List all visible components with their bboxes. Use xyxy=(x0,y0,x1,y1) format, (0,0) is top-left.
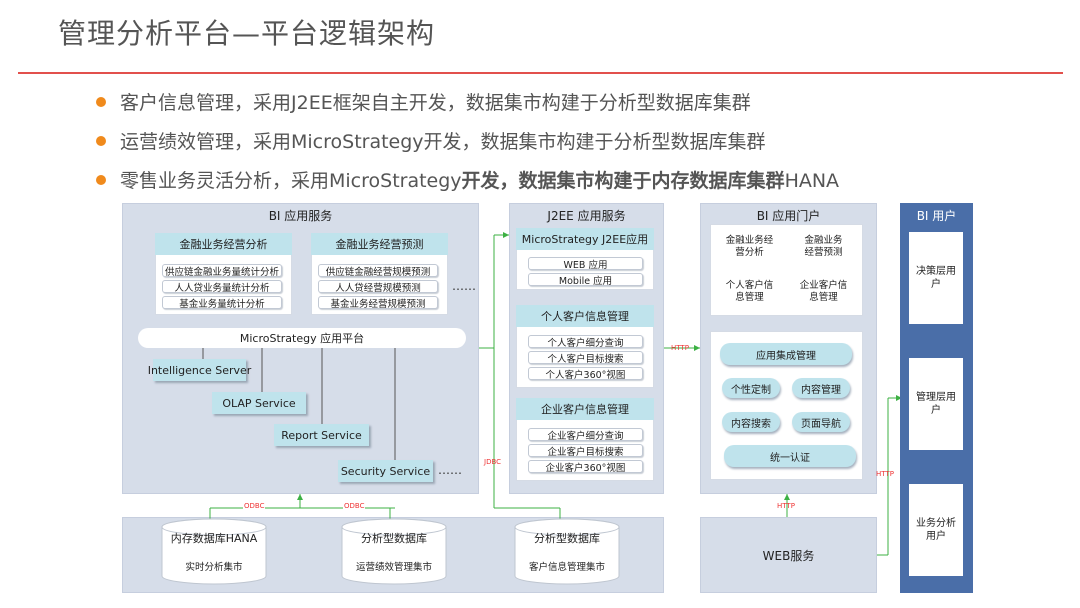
portal-tile: 金融业务 经营预测 xyxy=(804,235,843,258)
forecast-group-header: 金融业务经营预测 xyxy=(311,233,448,255)
analysis-item: 供应链金融业务量统计分析 xyxy=(162,264,282,278)
forecast-item: 供应链金融经营规模预测 xyxy=(318,264,438,278)
enterprise-customer-header: 企业客户信息管理 xyxy=(516,398,654,420)
bullet-item: 零售业务灵活分析，采用MicroStrategy开发，数据集市构建于内存数据库集… xyxy=(96,166,839,193)
analysis-item: 基金业务量统计分析 xyxy=(162,296,282,310)
j2ee-title: J2EE 应用服务 xyxy=(547,209,626,223)
enterprise-item: 企业客户目标搜索 xyxy=(528,444,643,458)
db-name: 内存数据库HANA xyxy=(170,532,258,545)
bullet-item: 客户信息管理，采用J2EE框架自主开发，数据集市构建于分析型数据库集群 xyxy=(96,88,751,115)
personal-item: 个人客户细分查询 xyxy=(528,335,643,349)
bi-users-title: BI 用户 xyxy=(916,209,957,223)
olap-service-box: OLAP Service xyxy=(212,392,306,414)
mstr-j2ee-header: MicroStrategy J2EE应用 xyxy=(516,228,654,250)
bi-service-title: BI 应用服务 xyxy=(268,209,333,223)
portal-tile: 企业客户信 息管理 xyxy=(799,280,848,303)
odbc-label: ODBC xyxy=(343,502,366,510)
page-title: 管理分析平台—平台逻辑架构 xyxy=(58,17,436,50)
forecast-item: 基金业务经营规模预测 xyxy=(318,296,438,310)
bullet-item: 运营绩效管理，采用MicroStrategy开发，数据集市构建于分析型数据库集群 xyxy=(96,127,766,154)
bullet-dot-icon xyxy=(96,135,106,146)
mstr-platform-bar: MicroStrategy 应用平台 xyxy=(138,328,466,348)
bullet-text-bold: 开发，数据集市构建于内存数据库集群 xyxy=(461,170,785,192)
bullet-text: 运营绩效管理，采用MicroStrategy开发，数据集市构建于分析型数据库集群 xyxy=(120,131,766,153)
forecast-item: 人人贷经营规模预测 xyxy=(318,280,438,294)
feature-content-search: 内容搜索 xyxy=(722,412,780,432)
enterprise-item: 企业客户360°视图 xyxy=(528,460,643,474)
jdbc-label: JDBC xyxy=(484,458,502,466)
db-mart: 运营绩效管理集市 xyxy=(355,562,432,573)
personal-item: 个人客户360°视图 xyxy=(528,367,643,381)
integration-management: 应用集成管理 xyxy=(720,343,852,365)
personal-customer-header: 个人客户信息管理 xyxy=(516,305,654,327)
http-label: HTTP xyxy=(777,502,795,510)
j2ee-item: WEB 应用 xyxy=(528,257,643,271)
http-label: HTTP xyxy=(876,470,894,478)
bullet-text: 客户信息管理，采用J2EE框架自主开发，数据集市构建于分析型数据库集群 xyxy=(120,92,751,114)
services-ellipsis: …… xyxy=(438,463,462,477)
user-business-analyst: 业务分析 用户 xyxy=(909,484,963,576)
feature-page-navigation: 页面导航 xyxy=(792,412,850,432)
user-decision-layer: 决策层用 户 xyxy=(909,232,963,324)
bullet-dot-icon xyxy=(96,96,106,107)
personal-item: 个人客户目标搜索 xyxy=(528,351,643,365)
unified-auth: 统一认证 xyxy=(724,445,856,467)
analysis-group-header: 金融业务经营分析 xyxy=(155,233,292,255)
more-ellipsis: …… xyxy=(452,279,476,293)
db-mart: 实时分析集市 xyxy=(185,562,243,573)
db-mart: 客户信息管理集市 xyxy=(528,562,605,573)
db-name: 分析型数据库 xyxy=(361,532,427,545)
db-name: 分析型数据库 xyxy=(534,532,600,545)
bullet-text-tail: HANA xyxy=(784,170,840,192)
analysis-item: 人人贷业务量统计分析 xyxy=(162,280,282,294)
portal-tile: 个人客户信 息管理 xyxy=(725,280,774,303)
web-service-label: WEB服务 xyxy=(762,549,815,563)
odbc-label: ODBC xyxy=(243,502,266,510)
j2ee-item: Mobile 应用 xyxy=(528,273,643,287)
intelligence-server-box: Intelligence Server xyxy=(148,359,251,381)
feature-content-management: 内容管理 xyxy=(792,378,850,398)
portal-tiles-area xyxy=(710,224,863,316)
http-label: HTTP xyxy=(671,344,689,352)
security-service-box: Security Service xyxy=(338,460,433,482)
title-divider xyxy=(18,72,1063,74)
portal-tile: 金融业务经 营分析 xyxy=(725,235,774,258)
user-management-layer: 管理层用 户 xyxy=(909,358,963,450)
enterprise-item: 企业客户细分查询 xyxy=(528,428,643,442)
report-service-box: Report Service xyxy=(274,424,369,446)
bullet-dot-icon xyxy=(96,174,106,185)
feature-personalize: 个性定制 xyxy=(722,378,780,398)
bullet-text: 零售业务灵活分析，采用MicroStrategy xyxy=(120,170,462,192)
portal-title: BI 应用门户 xyxy=(756,209,821,223)
